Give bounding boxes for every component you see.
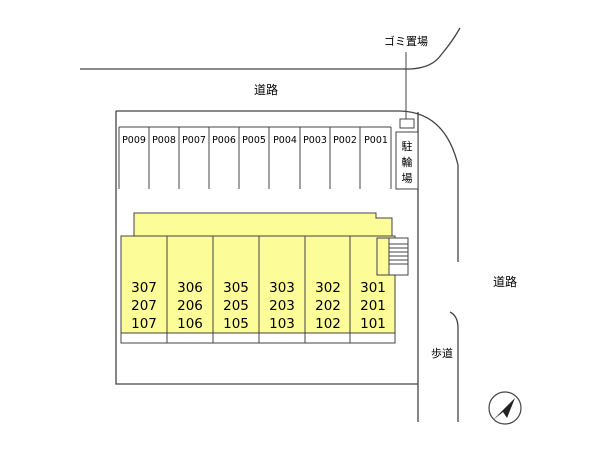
room-number: 202: [315, 298, 341, 314]
parking-space-label: P003: [303, 135, 327, 146]
garbage-area: [399, 118, 415, 129]
balcony: [166, 332, 214, 344]
room-number: 106: [177, 316, 203, 332]
parking-space-label: P006: [212, 135, 236, 146]
sidewalk-label: 歩道: [431, 346, 453, 360]
parking-labels: P009 P008 P007 P006 P005 P004 P003 P002 …: [122, 135, 388, 146]
parking-space-label: P009: [122, 135, 146, 146]
room-number: 201: [360, 298, 386, 314]
north-arrow-needle: [493, 398, 515, 420]
stairs-icon: [376, 237, 409, 276]
garbage-label: ゴミ置場: [384, 34, 428, 48]
building-corridor: [133, 212, 393, 239]
north-arrow-icon: [488, 391, 522, 425]
unit-block: [166, 235, 214, 334]
room-number: 305: [223, 280, 249, 296]
room-number: 301: [360, 280, 386, 296]
unit-block: [212, 235, 260, 334]
room-number: 307: [131, 280, 157, 296]
room-number: 102: [315, 316, 341, 332]
room-number: 203: [269, 298, 295, 314]
site-left-edge: [115, 111, 418, 385]
balcony: [349, 332, 396, 344]
bicycle-parking: [395, 131, 419, 190]
unit-block: [120, 235, 168, 334]
bicycle-parking-label-1: 駐: [402, 139, 413, 153]
road-top-boundary: [80, 27, 461, 70]
sidewalk-outer-edge: [449, 311, 459, 422]
balcony: [120, 332, 168, 344]
bicycle-parking-label-3: 場: [402, 172, 413, 185]
room-number: 205: [223, 298, 249, 314]
room-number: 103: [269, 316, 295, 332]
room-number: 206: [177, 298, 203, 314]
building: [120, 212, 396, 344]
parking-space-label: P004: [273, 135, 297, 146]
room-number: 101: [360, 316, 386, 332]
unit-labels: 307 207 107 306 206 106 305 205 105 303 …: [131, 280, 386, 332]
room-number: 306: [177, 280, 203, 296]
room-number: 302: [315, 280, 341, 296]
road-right-label: 道路: [493, 274, 517, 289]
bicycle-parking-label-2: 輪: [402, 155, 413, 169]
balcony: [212, 332, 260, 344]
stairs-landing: [376, 237, 390, 276]
parking-space-label: P001: [364, 135, 388, 146]
parking-space-label: P002: [333, 135, 357, 146]
parking-space-label: P008: [152, 135, 176, 146]
road-top-label: 道路: [254, 82, 278, 97]
room-number: 107: [131, 316, 157, 332]
room-number: 303: [269, 280, 295, 296]
parking-space-label: P007: [182, 135, 206, 146]
room-number: 105: [223, 316, 249, 332]
site-top-edge: [116, 110, 459, 262]
balcony: [304, 332, 351, 344]
balcony: [258, 332, 306, 344]
room-number: 207: [131, 298, 157, 314]
parking-space-label: P005: [242, 135, 266, 146]
parking-lot: [118, 126, 392, 189]
